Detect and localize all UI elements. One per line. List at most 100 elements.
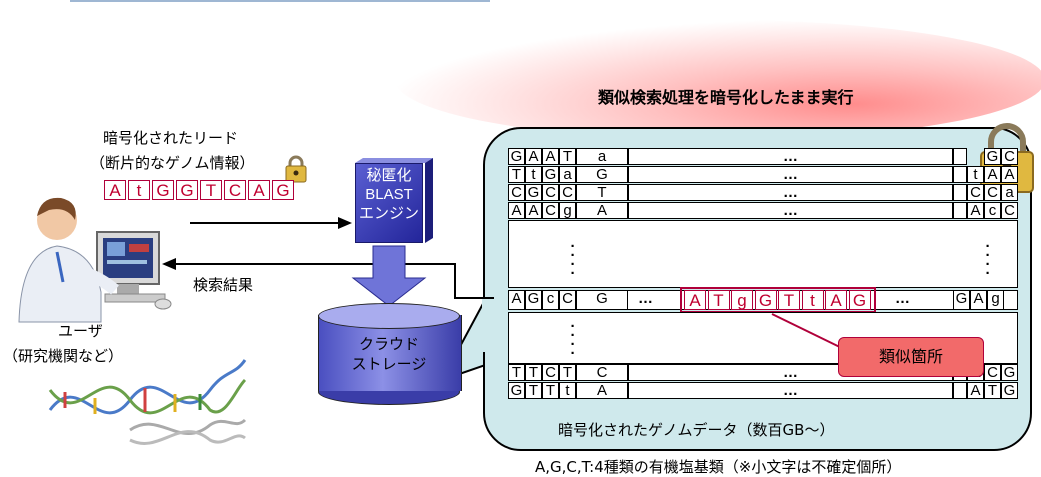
base-cell: c — [542, 290, 559, 310]
read-base: A — [104, 180, 126, 200]
base-cell: G — [1001, 382, 1018, 399]
base-cell: G — [542, 166, 559, 183]
base-cell: t — [525, 166, 542, 183]
storage-line2: ストレージ — [351, 356, 427, 373]
base-cell: t — [967, 166, 984, 183]
engine-line3: エンジン — [358, 205, 419, 222]
secure-blast-engine: 秘匿化 BLAST エンジン — [355, 163, 423, 243]
base-cell: A — [984, 166, 1001, 183]
blank-cell — [953, 202, 967, 219]
base-cell: T — [525, 364, 542, 381]
blank-cell — [953, 148, 967, 165]
footer-note: A,G,C,T:4種類の有機塩基類（※小文字は不確定個所） — [535, 458, 902, 476]
base-cell: C — [542, 364, 559, 381]
base-cell: G — [953, 290, 970, 310]
storage-top — [318, 303, 460, 329]
base-cell: G — [525, 290, 542, 310]
base-cell: t — [559, 382, 576, 399]
dna-helix-illustration — [48, 359, 247, 445]
base-cell: C — [576, 364, 628, 381]
match-base: t — [801, 290, 824, 310]
row-ellipsis: … — [628, 382, 953, 399]
base-cell: C — [542, 202, 559, 219]
base-cell: A — [542, 148, 559, 165]
match-base: T — [778, 290, 800, 310]
base-cell: T — [508, 166, 525, 183]
base-cell: c — [984, 202, 1001, 219]
match-base: g — [731, 290, 753, 310]
base-cell: C — [1001, 202, 1018, 219]
base-cell: G — [525, 184, 542, 201]
read-base: A — [248, 180, 270, 200]
engine-3d-edge — [355, 158, 433, 243]
base-cell: T — [559, 364, 576, 381]
base-cell: T — [542, 382, 559, 399]
base-cell: G — [508, 382, 525, 399]
row-ellipsis: … — [628, 202, 953, 219]
read-label-line1: 暗号化されたリード — [103, 129, 239, 147]
base-cell: C — [1001, 148, 1018, 165]
base-cell: C — [508, 184, 525, 201]
base-cell: C — [967, 184, 984, 201]
similar-pointer-line — [771, 313, 851, 353]
base-cell: C — [984, 184, 1001, 201]
match-base: G — [848, 290, 871, 310]
read-base: G — [272, 180, 294, 200]
vertical-ellipsis: ···· — [985, 238, 991, 282]
row-ellipsis: … — [895, 290, 910, 307]
row-ellipsis: … — [628, 184, 953, 201]
base-cell: a — [559, 166, 576, 183]
bubble-tail-cover — [482, 298, 492, 352]
read-base: C — [224, 180, 246, 200]
blank-cell — [953, 184, 967, 201]
match-base: G — [754, 290, 777, 310]
base-cell: A — [576, 202, 628, 219]
read-base: G — [176, 180, 198, 200]
base-cell: A — [508, 290, 525, 310]
base-cell: a — [1001, 184, 1018, 201]
encryption-glow — [395, 20, 1041, 140]
user-at-computer-illustration — [18, 197, 172, 323]
base-cell: C — [559, 290, 576, 310]
read-base: G — [152, 180, 174, 200]
base-cell: T — [576, 184, 628, 201]
cloud-title: 類似検索処理を暗号化したまま実行 — [598, 88, 854, 107]
base-cell: C — [542, 184, 559, 201]
top-rule — [70, 0, 490, 2]
base-cell: A — [1001, 166, 1018, 183]
base-cell: T — [984, 382, 1001, 399]
row-ellipsis: … — [628, 148, 953, 165]
base-cell: G — [576, 166, 628, 183]
base-cell: T — [508, 364, 525, 381]
base-cell: g — [559, 202, 576, 219]
base-cell: A — [508, 202, 525, 219]
base-cell: T — [525, 382, 542, 399]
search-result-label: 検索結果 — [193, 276, 254, 294]
similar-place-callout: 類似箇所 — [838, 337, 984, 377]
user-label-line2: （研究機関など） — [3, 347, 124, 365]
blank-cell — [953, 166, 967, 183]
read-base: t — [128, 180, 150, 200]
base-cell: G — [508, 148, 525, 165]
match-base: A — [684, 290, 706, 310]
base-cell: C — [984, 364, 1001, 381]
grid-gap — [508, 220, 1018, 288]
base-cell: g — [987, 290, 1004, 310]
base-cell: A — [967, 382, 984, 399]
base-cell: T — [559, 148, 576, 165]
base-cell: A — [576, 382, 628, 399]
blank-cell — [953, 382, 967, 399]
base-cell: G — [576, 290, 628, 310]
base-cell: A — [970, 290, 987, 310]
read-label-line2: （断片的なゲノム情報） — [90, 154, 255, 172]
base-cell: A — [525, 202, 542, 219]
vertical-ellipsis: ···· — [570, 238, 576, 282]
base-cell: a — [576, 148, 628, 165]
row-ellipsis: … — [628, 166, 953, 183]
engine-line1: 秘匿化 — [366, 167, 412, 184]
base-cell: A — [967, 202, 984, 219]
row-ellipsis: … — [638, 290, 653, 307]
vertical-ellipsis: ···· — [570, 318, 576, 362]
read-base: T — [200, 180, 222, 200]
